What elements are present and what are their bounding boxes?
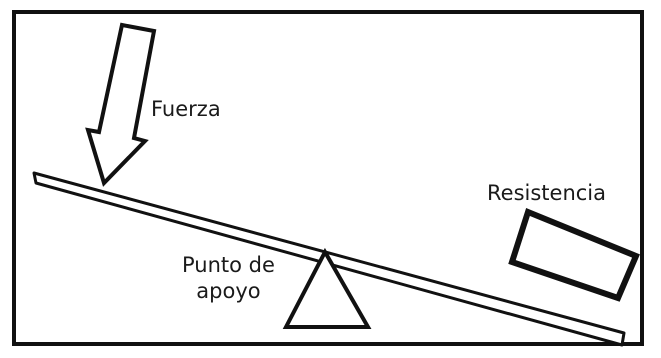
fulcrum-label-line1: Punto de [182, 253, 275, 277]
fulcrum-triangle [282, 247, 372, 329]
resistance-block [508, 207, 640, 302]
fulcrum-label-line2: apoyo [196, 279, 261, 304]
force-arrow [85, 22, 157, 187]
fulcrum-label: Punto de apoyo [182, 252, 275, 305]
force-label: Fuerza [151, 97, 221, 121]
resistance-label: Resistencia [487, 181, 606, 205]
